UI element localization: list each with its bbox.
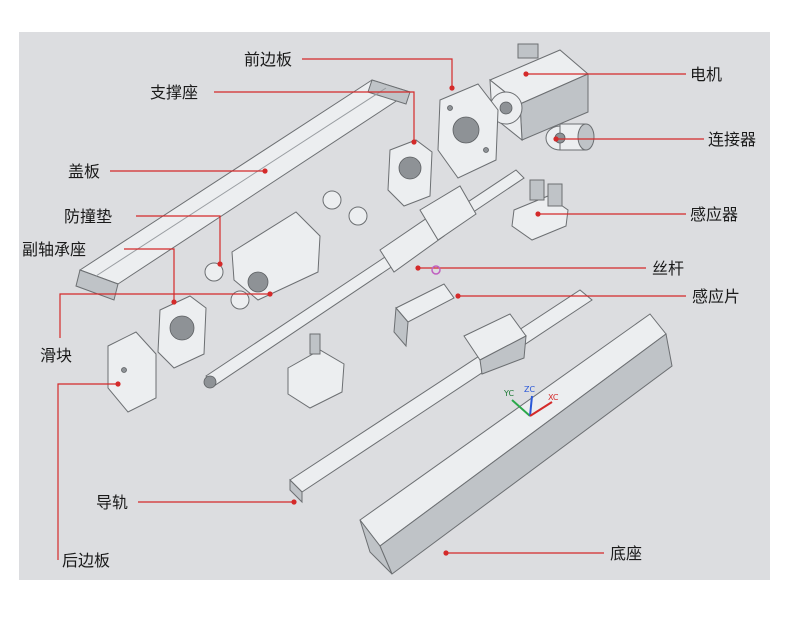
- sensor-part: [511, 179, 569, 241]
- label-motor: 电机: [690, 65, 722, 84]
- drawing-panel: [19, 32, 770, 580]
- leader-lines: [57, 58, 704, 560]
- coupling-part: [545, 123, 595, 151]
- marker-ring: [431, 265, 441, 275]
- sensor-plate-part: [393, 283, 455, 348]
- leader-dots: [115, 71, 559, 556]
- coordinate-axes: YC ZC XC: [503, 385, 559, 417]
- front-plate-part: [437, 83, 499, 179]
- motor-part: [489, 43, 589, 142]
- label-aux-bearing-seat: 副轴承座: [22, 240, 86, 259]
- label-rail: 导轨: [96, 493, 128, 512]
- lead-screw-part: [203, 169, 525, 389]
- label-base: 底座: [610, 544, 642, 563]
- axis-label-x: XC: [548, 393, 559, 402]
- label-sensor-plate: 感应片: [692, 287, 740, 306]
- base-part: [359, 313, 673, 575]
- label-coupling: 连接器: [708, 130, 756, 149]
- label-cover-plate: 盖板: [68, 162, 100, 181]
- label-rear-plate: 后边板: [62, 551, 110, 570]
- label-anti-collision-pad: 防撞垫: [64, 207, 112, 226]
- support-seat-part: [387, 139, 433, 207]
- label-lead-screw: 丝杆: [652, 259, 684, 278]
- aux-bearing-seat-part: [231, 211, 321, 301]
- anti-collision-pad-parts: [204, 190, 368, 310]
- rear-plate-part: [107, 331, 157, 413]
- axis-label-z: ZC: [524, 385, 535, 394]
- rail-part: [289, 289, 593, 504]
- label-support-seat: 支撑座: [150, 83, 198, 102]
- label-front-plate: 前边板: [244, 50, 292, 69]
- axis-label-y: YC: [503, 389, 514, 398]
- bracket-part: [287, 333, 345, 409]
- slider-part: [157, 295, 207, 369]
- label-sensor: 感应器: [690, 205, 738, 224]
- label-slider: 滑块: [40, 346, 72, 365]
